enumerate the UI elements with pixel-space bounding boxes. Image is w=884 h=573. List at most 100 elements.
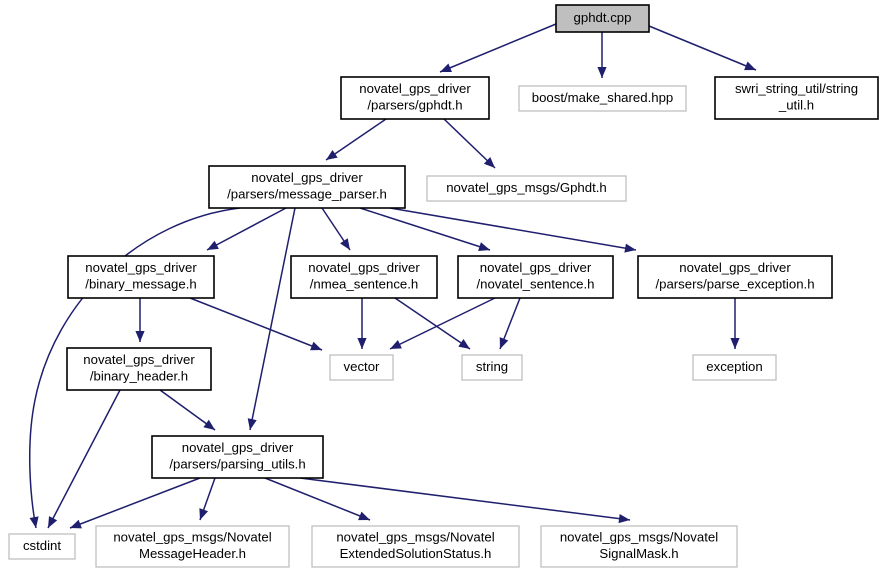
graph-edge xyxy=(359,207,491,251)
node-label: cstdint xyxy=(23,538,61,553)
nodes-layer: gphdt.cpp novatel_gps_driver/parsers/gphd… xyxy=(8,4,879,568)
graph-edge xyxy=(69,477,201,529)
node-label: vector xyxy=(344,359,381,374)
arrowhead-icon xyxy=(29,516,39,528)
arrowhead-icon xyxy=(597,67,607,78)
node-label: /parsers/parsing_utils.h xyxy=(169,457,305,472)
graph-node-make_shared: boost/make_shared.hpp xyxy=(518,85,687,112)
node-label: novatel_gps_msgs/Gphdt.h xyxy=(446,180,607,195)
node-label: /binary_message.h xyxy=(85,277,196,292)
node-box xyxy=(290,255,438,299)
node-box xyxy=(67,255,215,299)
graph-node-gphdt_h[interactable]: novatel_gps_driver/parsers/gphdt.h xyxy=(340,76,490,120)
node-label: novatel_gps_driver xyxy=(251,170,363,185)
arrowhead-icon xyxy=(207,240,219,250)
graph-edge xyxy=(299,477,631,521)
graph-edge xyxy=(159,389,216,431)
node-label: novatel_gps_driver xyxy=(480,260,592,275)
graph-edge xyxy=(249,207,296,431)
node-box xyxy=(692,354,777,381)
node-label: /novatel_sentence.h xyxy=(476,277,594,292)
node-box xyxy=(66,347,212,391)
arrowhead-icon xyxy=(247,418,257,430)
node-box xyxy=(95,525,290,568)
arrowhead-icon xyxy=(340,238,350,250)
node-box xyxy=(518,85,687,112)
node-label: novatel_gps_driver xyxy=(679,260,791,275)
arrowhead-icon xyxy=(730,338,740,349)
node-label: /binary_header.h xyxy=(90,369,188,384)
graph-node-novatel_sentence[interactable]: novatel_gps_driver/novatel_sentence.h xyxy=(457,255,614,299)
node-box xyxy=(637,255,833,299)
node-label: boost/make_shared.hpp xyxy=(532,90,674,105)
node-box xyxy=(311,525,520,568)
arrowhead-icon xyxy=(326,149,338,160)
arrowhead-icon xyxy=(203,419,215,430)
node-box xyxy=(714,76,879,120)
node-label: /parsers/parse_exception.h xyxy=(655,277,814,292)
graph-node-parse_exception[interactable]: novatel_gps_driver/parsers/parse_excepti… xyxy=(637,255,833,299)
node-box xyxy=(426,175,627,202)
node-box xyxy=(8,533,76,560)
arrowhead-icon xyxy=(358,511,370,521)
graph-edge xyxy=(439,23,557,73)
node-box xyxy=(329,354,394,381)
node-label: MessageHeader.h xyxy=(139,546,246,561)
graph-node-string_util[interactable]: swri_string_util/string _util.h xyxy=(714,76,879,120)
graph-node-nmea_sentence[interactable]: novatel_gps_driver/nmea_sentence.h xyxy=(290,255,438,299)
node-label: SignalMask.h xyxy=(599,546,678,561)
graph-node-binary_header[interactable]: novatel_gps_driver/binary_header.h xyxy=(66,347,212,391)
arrowhead-icon xyxy=(744,61,756,71)
graph-edge xyxy=(443,118,496,169)
graph-node-ext_sol_status: novatel_gps_msgs/NovatelExtendedSolution… xyxy=(311,525,520,568)
edges-layer xyxy=(28,23,757,529)
node-label: string xyxy=(476,359,508,374)
node-label: novatel_gps_driver xyxy=(308,260,420,275)
node-label: swri_string_util/string xyxy=(735,81,858,96)
arrowhead-icon xyxy=(48,516,58,528)
graph-node-cstdint: cstdint xyxy=(8,533,76,560)
graph-node-vector: vector xyxy=(329,354,394,381)
graph-node-gphdt_msgs: novatel_gps_msgs/Gphdt.h xyxy=(426,175,627,202)
node-box xyxy=(461,354,523,381)
node-label: /nmea_sentence.h xyxy=(310,277,419,292)
arrowhead-icon xyxy=(390,340,402,349)
node-label: gphdt.cpp xyxy=(574,10,632,25)
arrowhead-icon xyxy=(618,514,630,524)
node-label: novatel_gps_driver xyxy=(359,81,471,96)
arrowhead-icon xyxy=(478,242,490,251)
node-box xyxy=(540,525,738,568)
graph-node-string: string xyxy=(461,354,523,381)
node-label: ExtendedSolutionStatus.h xyxy=(340,546,492,561)
graph-node-gphdt_cpp[interactable]: gphdt.cpp xyxy=(555,4,650,33)
arrowhead-icon xyxy=(310,341,322,351)
node-label: novatel_gps_driver xyxy=(83,352,195,367)
arrowhead-icon xyxy=(70,519,82,529)
node-box xyxy=(151,435,324,479)
node-box xyxy=(208,165,406,209)
node-label: novatel_gps_driver xyxy=(85,260,197,275)
node-box xyxy=(457,255,614,299)
node-box xyxy=(555,4,650,33)
graph-node-parsing_utils[interactable]: novatel_gps_driver/parsers/parsing_utils… xyxy=(151,435,324,479)
arrowhead-icon xyxy=(135,331,145,342)
graph-edge xyxy=(389,297,496,350)
node-label: _util.h xyxy=(778,98,814,113)
node-label: exception xyxy=(706,359,762,374)
graph-edge xyxy=(394,297,471,350)
node-label: novatel_gps_msgs/Novatel xyxy=(560,530,718,545)
graph-edge xyxy=(264,477,371,521)
arrowhead-icon xyxy=(199,508,209,520)
graph-node-message_parser[interactable]: novatel_gps_driver/parsers/message_parse… xyxy=(208,165,406,209)
arrowhead-icon xyxy=(458,339,470,349)
node-box xyxy=(340,76,490,120)
graph-edge xyxy=(189,297,323,351)
node-label: novatel_gps_msgs/Novatel xyxy=(336,530,494,545)
graph-edge xyxy=(325,118,387,161)
graph-node-binary_message[interactable]: novatel_gps_driver/binary_message.h xyxy=(67,255,215,299)
arrowhead-icon xyxy=(483,157,495,168)
